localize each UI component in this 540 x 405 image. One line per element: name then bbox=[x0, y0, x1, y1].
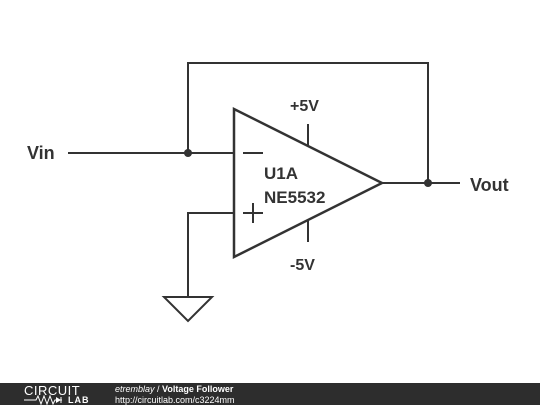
circuit-url-link[interactable]: http://circuitlab.com/c3224mm bbox=[115, 395, 235, 405]
output-junction bbox=[424, 179, 432, 187]
circuit-meta: etremblay / Voltage Follower bbox=[115, 384, 233, 394]
schematic-diagram: Vin Vout U1A NE5532 +5V -5V bbox=[27, 62, 509, 323]
footer-bar: CIRCUIT LAB etremblay / Voltage Follower… bbox=[0, 383, 540, 405]
logo-wordmark-bottom: LAB bbox=[68, 395, 90, 405]
output-label: Vout bbox=[470, 175, 509, 195]
input-label: Vin bbox=[27, 143, 55, 163]
part-reference: U1A bbox=[264, 164, 298, 183]
ground-icon bbox=[161, 296, 215, 323]
negative-supply-label: -5V bbox=[290, 257, 315, 274]
feedback-wire bbox=[187, 62, 429, 183]
logo-wordmark-top: CIRCUIT bbox=[24, 383, 81, 398]
noninverting-input-symbol bbox=[243, 203, 263, 223]
circuit-title[interactable]: Voltage Follower bbox=[162, 384, 234, 394]
opamp-triangle bbox=[232, 106, 385, 260]
positive-supply-label: +5V bbox=[290, 98, 319, 115]
input-junction bbox=[184, 149, 192, 157]
resistor-icon bbox=[24, 395, 62, 405]
meta-separator: / bbox=[154, 384, 163, 394]
ground-wire bbox=[187, 212, 234, 297]
part-name: NE5532 bbox=[264, 188, 325, 207]
author-link[interactable]: etremblay bbox=[115, 384, 155, 394]
circuitlab-logo[interactable]: CIRCUIT LAB bbox=[24, 384, 94, 405]
